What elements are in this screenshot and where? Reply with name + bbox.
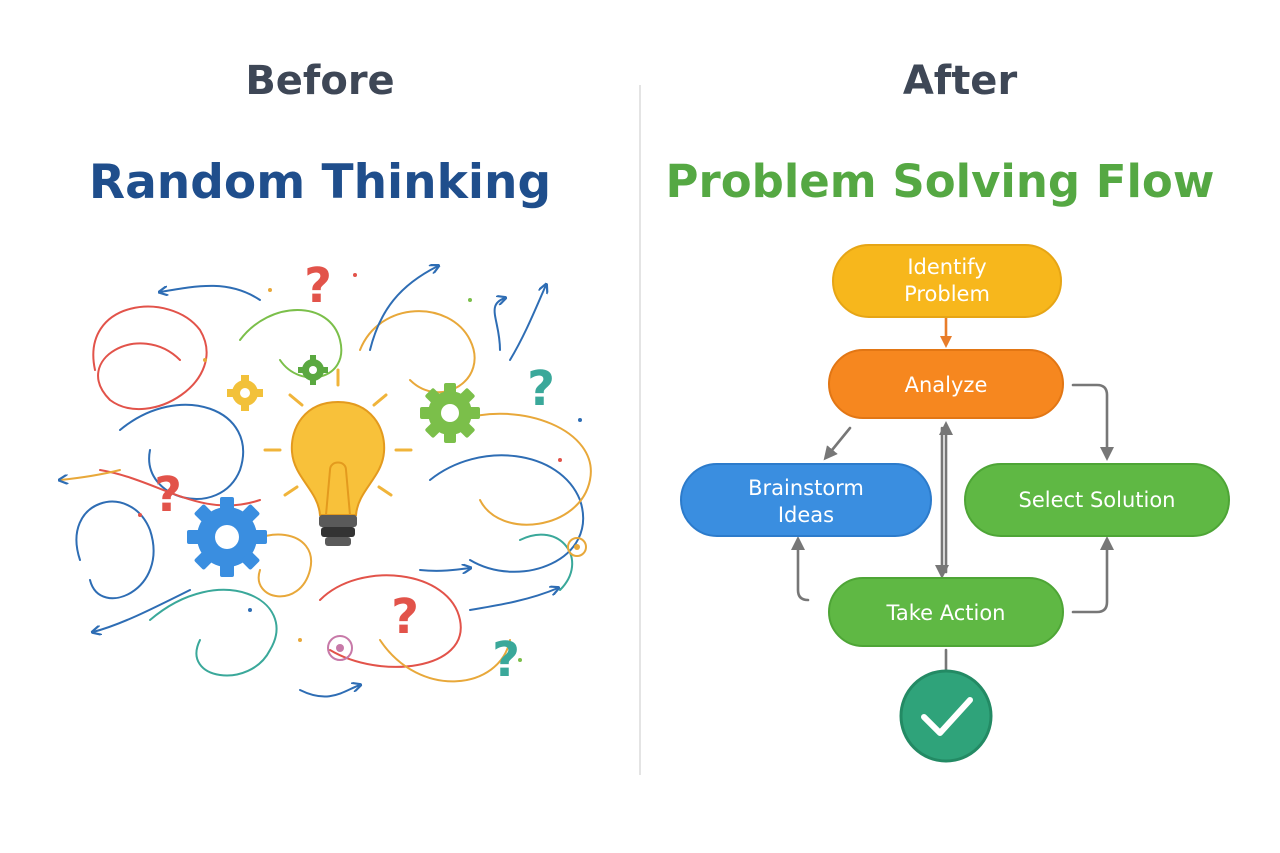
node-brainstorm-line2: Ideas: [778, 503, 834, 527]
arrow-icon: [493, 298, 505, 351]
question-mark-icon: ?: [304, 258, 332, 314]
scribble-lines: [75, 305, 592, 683]
node-analyze: Analyze: [828, 349, 1064, 419]
scribble-line-icon: [99, 469, 261, 507]
node-action-label: Take Action: [886, 601, 1006, 625]
question-mark-icon: ?: [391, 589, 419, 645]
node-select-label: Select Solution: [1018, 488, 1175, 512]
lightbulb-icon: [263, 368, 413, 546]
random-thinking-illustration: ? ? ? ? ?: [60, 258, 592, 698]
confetti-dots: [138, 273, 582, 662]
scribble-line-icon: [119, 403, 245, 500]
node-take-action: Take Action: [828, 577, 1064, 647]
arrow-action-to-select: [1071, 536, 1114, 614]
node-identify-line2: Problem: [904, 282, 990, 306]
gear-icon: [298, 355, 328, 385]
node-identify-problem: Identify Problem: [832, 244, 1062, 318]
arrow-analyze-to-brainstorm: [823, 426, 852, 461]
node-brainstorm-line1: Brainstorm: [748, 476, 864, 500]
question-mark-icon: ?: [492, 632, 520, 688]
after-title: Problem Solving Flow: [665, 155, 1215, 208]
arrow-icon: [509, 285, 546, 361]
question-mark-icon: ?: [154, 467, 182, 523]
gear-icon: [327, 635, 353, 661]
node-analyze-label: Analyze: [905, 373, 988, 397]
before-title: Random Thinking: [88, 155, 552, 210]
node-brainstorm-ideas: Brainstorm Ideas: [680, 463, 932, 537]
scribble-line-icon: [459, 412, 592, 526]
arrow-icon: [419, 568, 470, 571]
scribble-line-icon: [429, 454, 584, 573]
arrow-action-to-brainstorm: [791, 536, 810, 602]
node-select-solution: Select Solution: [964, 463, 1230, 537]
before-heading: Before: [245, 58, 395, 104]
gear-icon: [567, 537, 587, 557]
after-heading: After: [902, 58, 1018, 104]
scribble-line-icon: [359, 310, 476, 394]
scribble-line-icon: [519, 533, 574, 591]
question-mark-icon: ?: [527, 361, 555, 417]
arrow-icon: [93, 589, 191, 632]
arrow-analyze-to-select: [1071, 383, 1114, 461]
arrow-icon: [299, 685, 360, 698]
gear-icon: [187, 497, 267, 577]
gear-icon: [227, 375, 263, 411]
scribble-line-icon: [92, 305, 208, 411]
arrow-icon: [369, 266, 438, 351]
arrow-icon: [469, 588, 558, 611]
checkmark-icon: [899, 669, 993, 763]
scribble-line-icon: [319, 574, 462, 668]
arrow-icon: [160, 284, 261, 301]
arrow-icon: [60, 469, 121, 480]
scribble-line-icon: [149, 588, 278, 677]
gear-icon: [420, 383, 480, 443]
scattered-arrows: [60, 266, 558, 698]
scribble-line-icon: [75, 500, 155, 600]
panel-divider: [639, 85, 641, 775]
scribble-line-icon: [379, 639, 511, 683]
node-identify-line1: Identify: [907, 255, 986, 279]
problem-solving-flowchart: Identify Problem Analyze Brainstorm Idea…: [680, 244, 1230, 763]
